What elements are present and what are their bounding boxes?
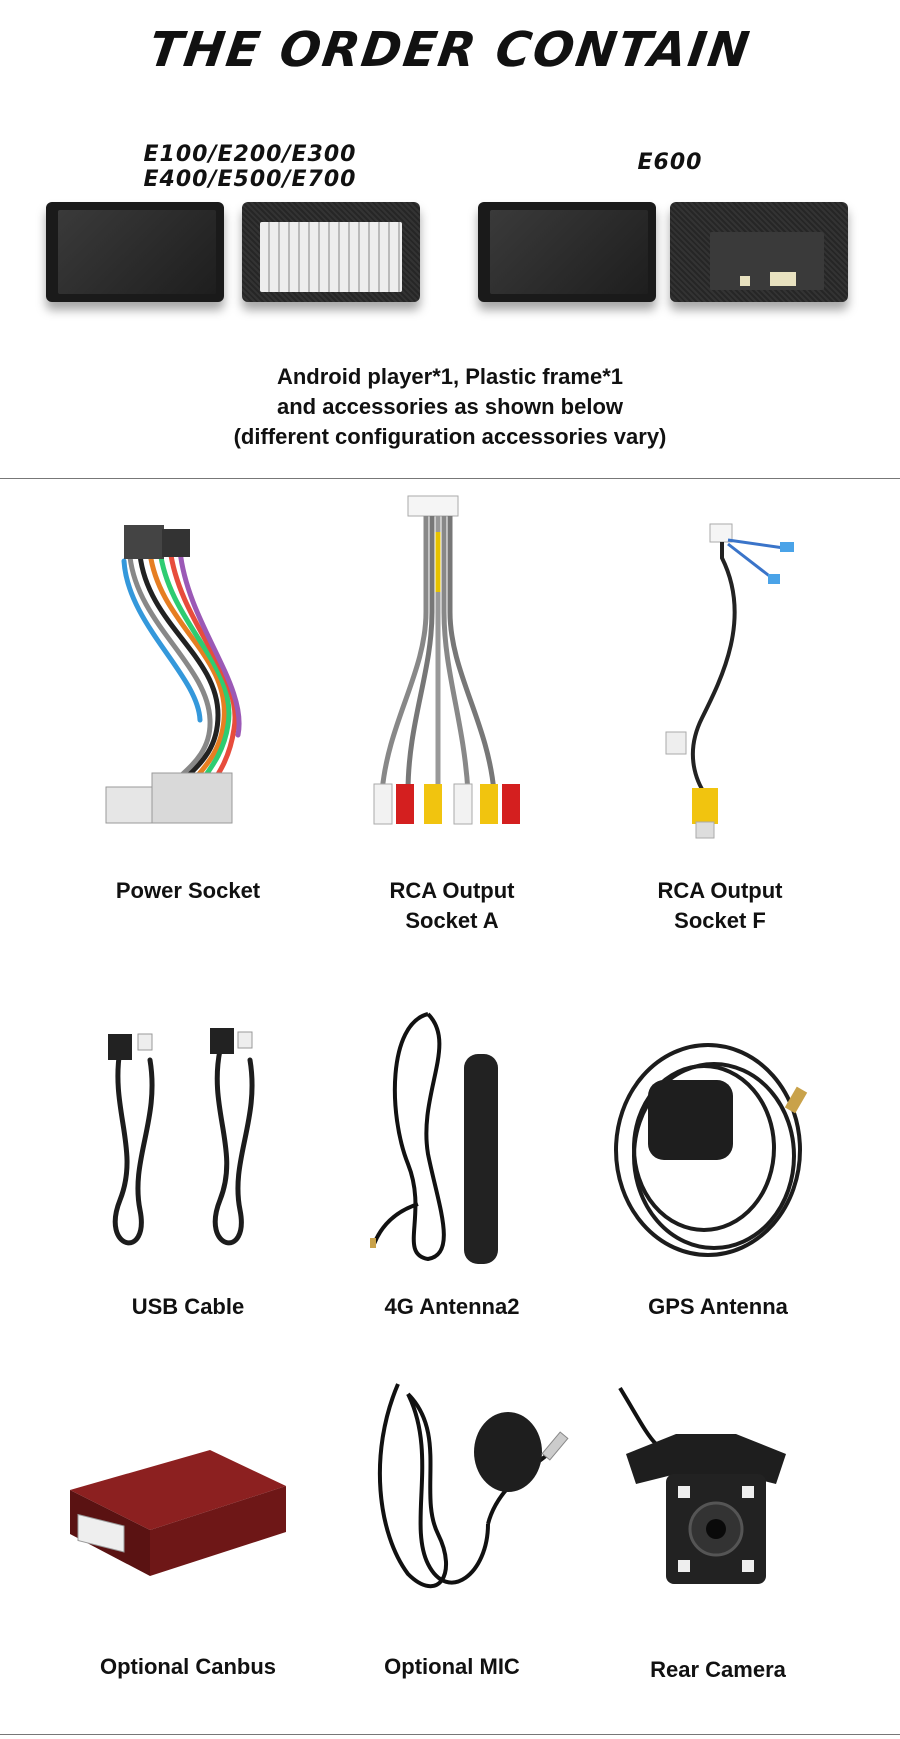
page-title: THE ORDER CONTAIN <box>145 22 755 78</box>
wire-harness-icon <box>105 525 242 824</box>
model-label-line2: E400/E500/E700 <box>143 167 357 192</box>
head-unit-back-image <box>670 202 848 302</box>
usb-cable-icon <box>108 1028 255 1246</box>
gps-antenna-icon <box>614 1043 808 1257</box>
section-divider <box>0 478 900 479</box>
accessory-label: RCA Output Socket A <box>389 878 515 933</box>
head-unit-front-image <box>46 202 224 302</box>
accessory-label: 4G Antenna2 <box>384 1294 520 1319</box>
model-label-line1: E600 <box>637 150 703 175</box>
canbus-box-icon <box>70 1450 286 1576</box>
description-line3: (different configuration accessories var… <box>233 424 667 449</box>
section-divider <box>0 1734 900 1735</box>
model-label-group1: E100/E200/E300 E400/E500/E700 <box>70 142 430 192</box>
head-unit-front-image <box>478 202 656 302</box>
package-description: Android player*1, Plastic frame*1 and ac… <box>0 362 900 452</box>
accessory-label: Rear Camera <box>650 1657 786 1682</box>
accessory-label: Power Socket <box>115 878 261 903</box>
rca-single-cable-icon <box>665 523 794 839</box>
antenna-icon <box>370 1012 498 1264</box>
head-unit-back-image <box>242 202 420 302</box>
description-line2: and accessories as shown below <box>276 394 624 419</box>
camera-icon <box>618 1386 786 1584</box>
model-label-line1: E100/E200/E300 <box>143 142 357 167</box>
accessory-label: USB Cable <box>131 1294 245 1319</box>
model-label-group2: E600 <box>560 150 780 175</box>
accessory-label: GPS Antenna <box>648 1294 788 1319</box>
description-line1: Android player*1, Plastic frame*1 <box>276 364 624 389</box>
accessory-label: Optional Canbus <box>100 1654 276 1679</box>
microphone-icon <box>377 1383 569 1589</box>
accessory-label: RCA Output Socket F <box>657 878 783 933</box>
accessory-label: Optional MIC <box>384 1654 520 1679</box>
rca-cable-icon <box>373 495 520 825</box>
